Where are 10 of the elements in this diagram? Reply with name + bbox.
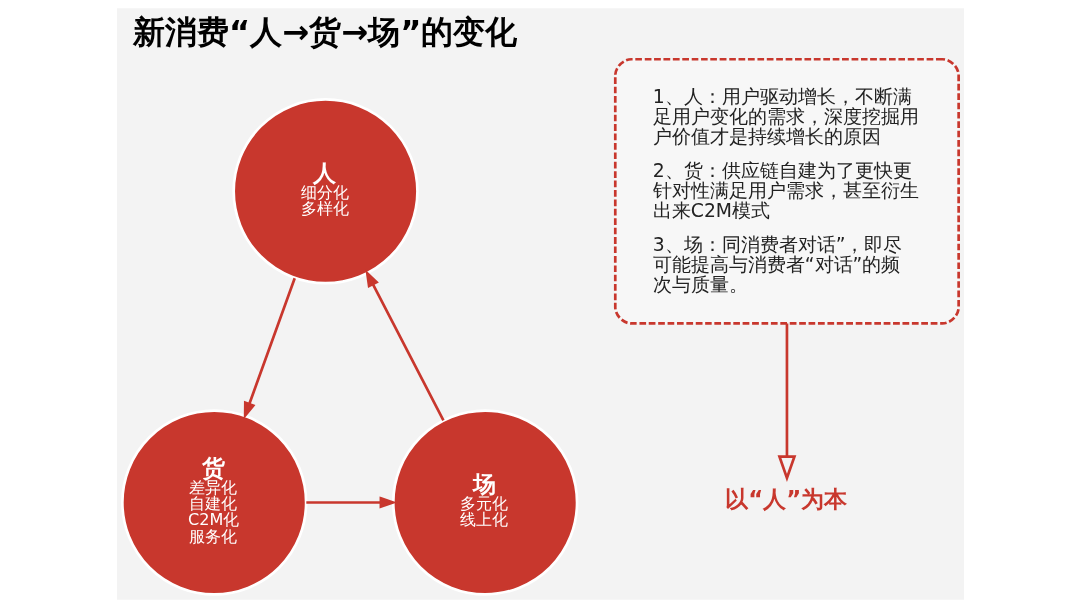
- node-box: 1、人：用户驱动增长，不断满足用户变化的需求，深度挖掘用户价值才是持续增长的原因 2、货：供应链自建为了更快更针对性满足用户需求，甚至衍生出来C2M模式 3、场：同消费者对话”，即尽可能提高与消费者“对话”的频次与质量。: [613, 57, 960, 325]
- arrow: [364, 269, 445, 422]
- node-circle: 货 差异化 自建化 C2M化 服务化: [120, 409, 307, 596]
- node-text: 以“人”为本: [724, 485, 847, 512]
- arrow: [305, 496, 397, 509]
- arrow: [777, 323, 796, 483]
- node-circle: 人 细分化 多样化: [231, 98, 419, 285]
- diagram-title: 新消费“人→货→场”的变化: [132, 13, 517, 52]
- arrow: [243, 277, 296, 420]
- node-circle: 场 多元化 线上化: [391, 409, 578, 596]
